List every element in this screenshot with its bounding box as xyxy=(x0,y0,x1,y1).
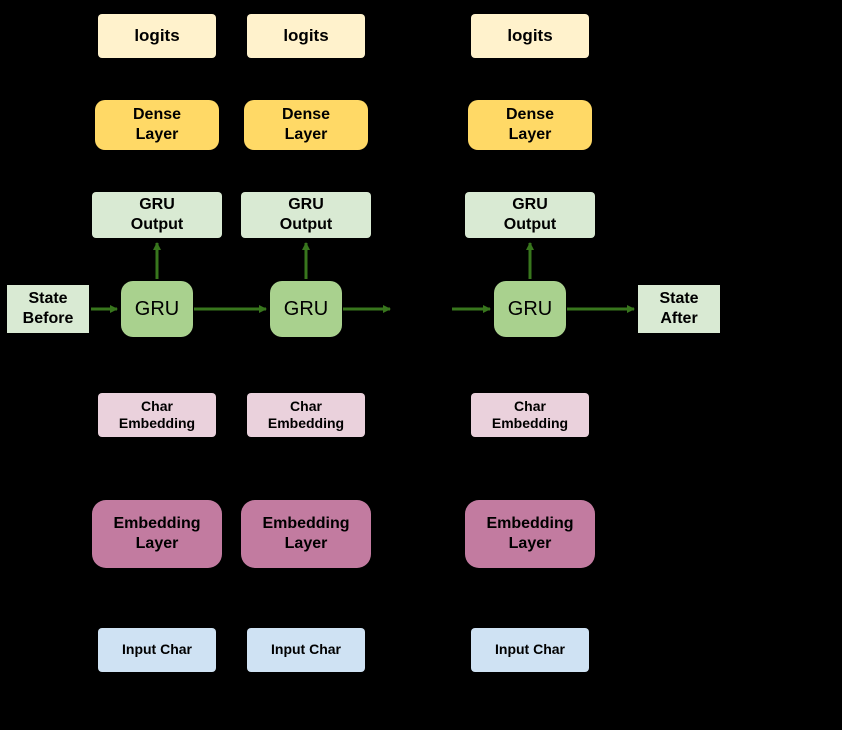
embedding-layer-box-3: Embedding Layer xyxy=(465,500,595,568)
logits-box-1: logits xyxy=(98,14,216,58)
logits-box-2: logits xyxy=(247,14,365,58)
gru-output-box-2: GRU Output xyxy=(241,192,371,238)
gru-box-3: GRU xyxy=(494,281,566,337)
state-after-box: State After xyxy=(638,285,720,333)
embedding-layer-box-1: Embedding Layer xyxy=(92,500,222,568)
gru-box-1: GRU xyxy=(121,281,193,337)
char-embedding-box-2: Char Embedding xyxy=(247,393,365,437)
dense-layer-box-3: Dense Layer xyxy=(468,100,592,150)
char-embedding-box-1: Char Embedding xyxy=(98,393,216,437)
dense-layer-box-2: Dense Layer xyxy=(244,100,368,150)
embedding-layer-box-2: Embedding Layer xyxy=(241,500,371,568)
gru-box-2: GRU xyxy=(270,281,342,337)
char-embedding-box-3: Char Embedding xyxy=(471,393,589,437)
gru-output-box-3: GRU Output xyxy=(465,192,595,238)
input-char-box-3: Input Char xyxy=(471,628,589,672)
state-before-box: State Before xyxy=(7,285,89,333)
logits-box-3: logits xyxy=(471,14,589,58)
input-char-box-1: Input Char xyxy=(98,628,216,672)
gru-output-box-1: GRU Output xyxy=(92,192,222,238)
dense-layer-box-1: Dense Layer xyxy=(95,100,219,150)
input-char-box-2: Input Char xyxy=(247,628,365,672)
